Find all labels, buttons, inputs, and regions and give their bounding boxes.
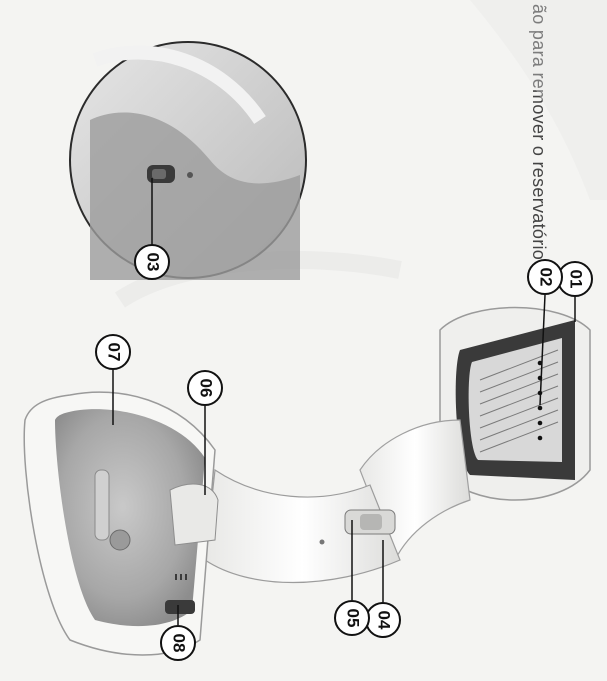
callout-01-label: 01 [567, 270, 586, 289]
callout-03-label: 03 [144, 253, 163, 272]
callout-02: 02 [528, 260, 562, 294]
water-tank [24, 392, 218, 655]
callout-04: 04 [366, 603, 400, 637]
magnifier-detail-circle [70, 42, 306, 280]
callout-05-label: 05 [344, 609, 363, 628]
callout-08-label: 08 [170, 634, 189, 653]
tank-release-button [170, 484, 218, 545]
callout-07: 07 [96, 335, 130, 369]
callout-06-label: 06 [197, 379, 216, 398]
cord-holder [165, 600, 195, 614]
callout-01: 01 [558, 262, 592, 296]
callout-07-label: 07 [105, 343, 124, 362]
callout-05: 05 [335, 601, 369, 635]
callout-02-label: 02 [537, 268, 556, 287]
callout-06: 06 [188, 371, 222, 405]
callout-04-label: 04 [375, 611, 394, 630]
callout-03: 03 [135, 245, 169, 279]
callout-08: 08 [161, 626, 195, 660]
steamer-body [205, 470, 400, 583]
